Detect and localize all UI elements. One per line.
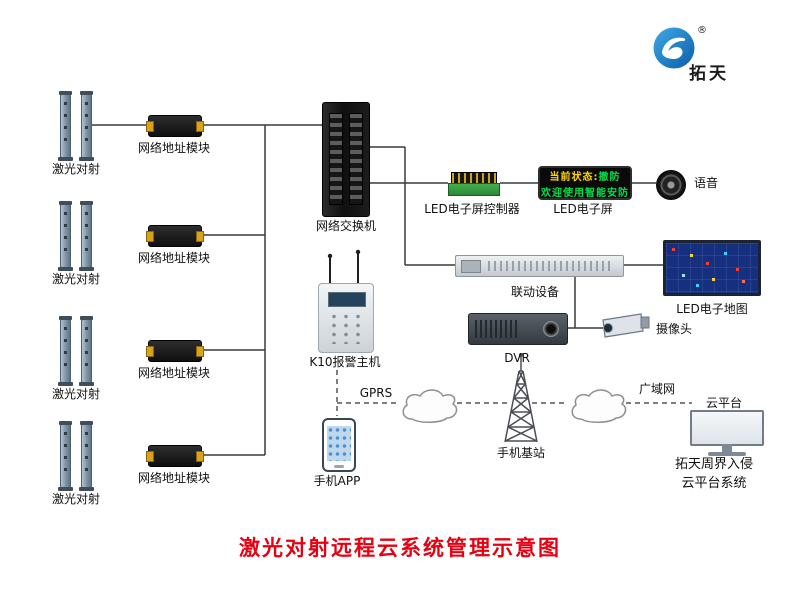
network-module-label-4: 网络地址模块 xyxy=(137,471,210,485)
led-status-line: 当前状态:撤防 xyxy=(550,168,621,183)
cloud-platform-monitor xyxy=(690,410,764,446)
gprs-label: GPRS xyxy=(359,386,393,400)
alarm-host-label: K10报警主机 xyxy=(309,355,381,369)
diagram-title: 激光对射远程云系统管理示意图 xyxy=(239,536,561,560)
brand-name: 拓天 xyxy=(689,64,729,84)
led-screen-label: LED电子屏 xyxy=(553,202,613,216)
network-module-1 xyxy=(146,115,204,137)
map-dots-icon xyxy=(672,248,675,251)
laser-detector-pair-1 xyxy=(58,91,94,161)
phone-app-device xyxy=(322,418,356,472)
alarm-host-keypad-icon xyxy=(328,312,366,344)
network-cloud-icon xyxy=(402,389,627,423)
cloud-platform-line1: 拓天周界入侵 xyxy=(674,457,753,472)
linkage-device-label: 联动设备 xyxy=(510,285,559,299)
laser-post-icon xyxy=(58,91,73,161)
registered-mark: ® xyxy=(697,25,707,36)
network-module-label-1: 网络地址模块 xyxy=(137,141,210,155)
controller-board-icon xyxy=(448,183,500,196)
phone-screen-icon xyxy=(327,426,351,461)
laser-detector-pair-3 xyxy=(58,316,94,386)
network-switch xyxy=(322,102,370,217)
cloud-platform-line2: 云平台系统 xyxy=(681,476,747,491)
led-map-screen xyxy=(663,240,761,296)
laser-post-icon xyxy=(58,421,73,491)
laser-pair-label-2: 激光对射 xyxy=(51,272,100,286)
laser-post-icon xyxy=(58,316,73,386)
solid-wires xyxy=(91,124,663,456)
network-module-label-3: 网络地址模块 xyxy=(137,366,210,380)
dashed-wires xyxy=(336,370,692,416)
network-module-2 xyxy=(146,225,204,247)
led-map-label: LED电子地图 xyxy=(676,302,748,316)
antenna-icon xyxy=(327,249,361,283)
network-module-3 xyxy=(146,340,204,362)
dvr-label: DVR xyxy=(504,351,530,365)
speaker-icon xyxy=(656,170,686,200)
laser-post-icon xyxy=(58,201,73,271)
led-screen-controller xyxy=(448,172,500,196)
linkage-device xyxy=(455,255,624,277)
network-module-4 xyxy=(146,445,204,467)
dvr-device xyxy=(468,313,568,345)
laser-pair-label-1: 激光对射 xyxy=(51,162,100,176)
camera-icon xyxy=(602,313,650,338)
laser-post-icon xyxy=(79,91,94,161)
wan-label: 广域网 xyxy=(638,382,675,396)
base-station-label: 手机基站 xyxy=(496,446,545,460)
network-module-label-2: 网络地址模块 xyxy=(137,251,210,265)
alarm-host-screen-icon xyxy=(328,292,366,307)
laser-pair-label-4: 激光对射 xyxy=(51,492,100,506)
led-screen: 当前状态:撤防 欢迎使用智能安防 xyxy=(538,166,632,200)
k10-alarm-host xyxy=(318,283,374,353)
laser-pair-label-3: 激光对射 xyxy=(51,387,100,401)
led-controller-label: LED电子屏控制器 xyxy=(424,202,520,216)
switch-ports-icon xyxy=(349,113,363,205)
led-message-line: 欢迎使用智能安防 xyxy=(541,187,629,199)
laser-detector-pair-2 xyxy=(58,201,94,271)
laser-post-icon xyxy=(79,316,94,386)
laser-post-icon xyxy=(79,421,94,491)
brand-logo-icon xyxy=(652,26,696,70)
led-status-value: 撤防 xyxy=(598,171,621,183)
camera-label: 摄像头 xyxy=(655,322,692,336)
laser-detector-pair-4 xyxy=(58,421,94,491)
cloud-platform-label: 云平台 xyxy=(705,396,742,410)
switch-ports-icon xyxy=(329,113,343,205)
phone-app-label: 手机APP xyxy=(313,474,361,488)
led-status-prefix: 当前状态: xyxy=(549,171,599,183)
laser-post-icon xyxy=(79,201,94,271)
voice-label: 语音 xyxy=(693,176,718,190)
network-switch-label: 网络交换机 xyxy=(315,219,376,233)
base-station-tower-icon xyxy=(504,353,538,443)
